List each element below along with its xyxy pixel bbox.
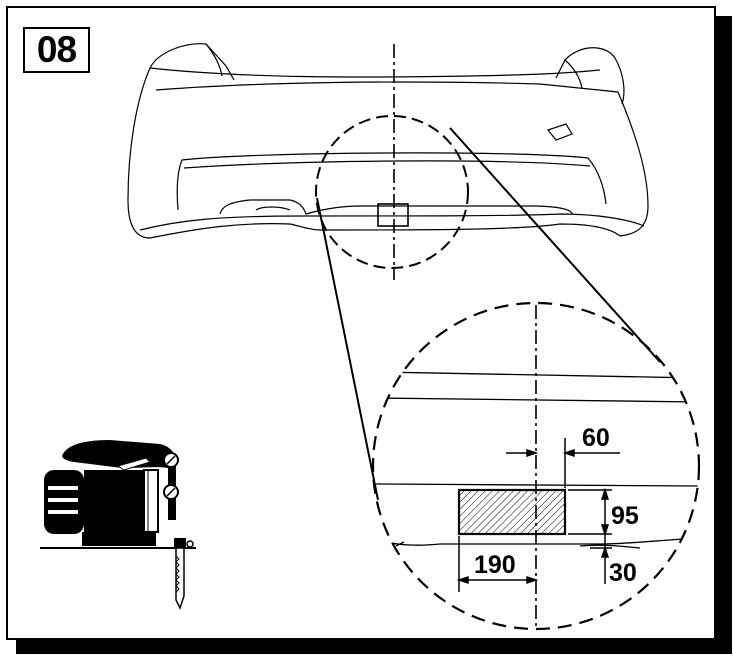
dim-vertical-label: 30: [609, 559, 637, 587]
step-number-badge: 08: [23, 27, 90, 73]
detail-magnifier: 60 95 30 190: [371, 301, 701, 631]
dim-horizontal-190: [456, 536, 539, 592]
dim-height-95: [568, 487, 612, 537]
dim-vertical-30: [590, 534, 612, 584]
dim-width-60: [506, 438, 620, 488]
detail-selection-circle: [315, 115, 469, 269]
dim-horizontal-label: 190: [474, 551, 516, 579]
magnifier-leader-left: [316, 197, 379, 501]
magnifier-leader-right: [449, 127, 661, 363]
cutout-hatch: [457, 488, 567, 536]
jigsaw-icon: [40, 440, 196, 610]
dim-width-label: 60: [582, 424, 610, 452]
dim-height-label: 95: [611, 502, 639, 530]
magnifier-circle: [371, 301, 701, 631]
rear-bumper: [127, 43, 649, 239]
